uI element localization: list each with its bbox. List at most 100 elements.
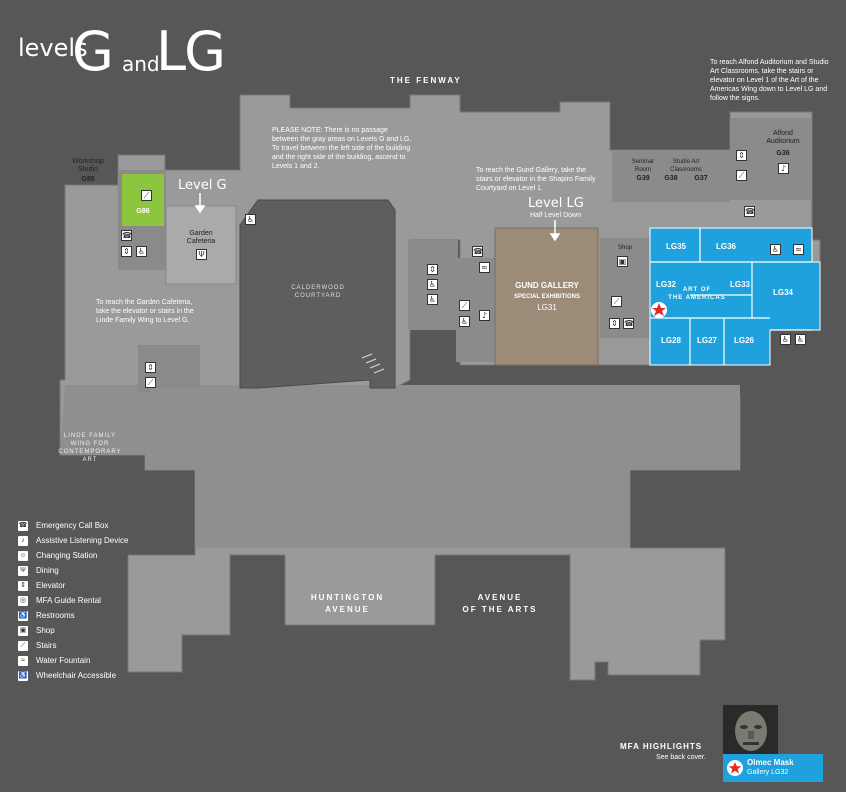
room-lg27: LG27: [696, 336, 717, 345]
room-g86-label: G86: [136, 208, 150, 215]
restroom-icon: ♿: [18, 610, 28, 621]
legend-item: ♿Restrooms: [18, 608, 128, 623]
legend-label: Assistive Listening Device: [36, 536, 129, 545]
fountain-icon: ≈: [18, 655, 28, 666]
legend-item: ≈ Water Fountain: [18, 653, 128, 668]
level-lg-label: Level LG: [528, 196, 584, 211]
stairs-icon: ⟋: [611, 296, 622, 307]
room-g85: G85: [81, 176, 95, 183]
elevator-icon: ⇕: [609, 318, 620, 329]
room-g38: G38: [664, 175, 678, 182]
elevator-icon: ⇕: [121, 246, 132, 257]
legend-label: Wheelchair Accessible: [36, 671, 117, 680]
dining-icon: Ψ: [18, 565, 28, 576]
room-linde-label: LINDE FAMILY WING FOR CONTEMPORARY ART: [58, 433, 122, 463]
legend-item: ☺ Changing Station: [18, 548, 128, 563]
star-icon: [727, 760, 743, 776]
elevator-icon: ⇕: [427, 264, 438, 275]
baby-icon: ☺: [18, 550, 28, 561]
room-calderwood-label: CALDERWOOD COURTYARD: [291, 285, 345, 299]
note-garden: To reach the Garden Cafeteria, take the …: [96, 299, 194, 324]
legend-item: ⟋Stairs: [18, 638, 128, 653]
room-lg34: LG34: [772, 288, 793, 297]
legend-label: Elevator: [36, 581, 66, 590]
note-gund: To reach the Gund Gallery, take the stai…: [476, 167, 596, 192]
legend-item: ▣ Shop: [18, 623, 128, 638]
street-fenway: THE FENWAY: [390, 76, 462, 85]
room-lg33: LG33: [729, 280, 750, 289]
stairs-icon: ⟋: [18, 640, 28, 651]
shop-icon: ▣: [617, 256, 628, 267]
level-lg-sub: Half Level Down: [530, 212, 581, 219]
room-lg32: LG32: [655, 280, 676, 289]
level-g-label: Level G: [178, 178, 227, 193]
calderwood-courtyard: [239, 199, 396, 389]
street-avenue-arts: AVENUE OF THE ARTS: [462, 593, 538, 614]
legend-label: Water Fountain: [36, 656, 91, 665]
wheelchair-icon: ♿: [18, 670, 28, 681]
room-g36: G36: [776, 150, 790, 157]
note-please-note: PLEASE NOTE: There is no passage between…: [272, 127, 412, 170]
dining-icon: Ψ: [196, 249, 207, 260]
room-lg36: LG36: [715, 242, 736, 251]
restroom-icon: ♿: [780, 334, 791, 345]
gund-lg31: LG31: [537, 303, 557, 312]
legend: ☎ Emergency Call Box ♪Assistive Listening …: [18, 518, 128, 683]
note-alfond: To reach Alfond Auditorium and Studio Ar…: [710, 59, 829, 102]
phone-icon: ☎: [18, 520, 28, 531]
stairs-icon: ⟋: [145, 377, 156, 388]
room-studio-art-label: Studio Art Classrooms: [670, 159, 702, 173]
art-americas-label: ART OF THE AMERICAS: [668, 287, 726, 301]
restroom-icon: ♿: [427, 279, 438, 290]
highlight-gallery: Gallery LG32: [747, 769, 789, 776]
room-g37: G37: [694, 175, 708, 182]
legend-item: Ψ Dining: [18, 563, 128, 578]
highlight-item: Olmec Mask: [747, 758, 794, 767]
shop-icon: ▣: [18, 625, 28, 636]
stairs-icon: ⟋: [459, 300, 470, 311]
elevator-icon: ⇕: [736, 150, 747, 161]
room-shop-label: Shop: [617, 245, 632, 251]
stairs-icon: ⟋: [736, 170, 747, 181]
highlights-title: MFA HIGHLIGHTS: [620, 742, 703, 751]
gund-gallery: [494, 227, 599, 366]
phone-icon: ☎: [744, 206, 755, 217]
legend-label: Emergency Call Box: [36, 521, 109, 530]
legend-label: Dining: [36, 566, 59, 575]
legend-item: ♿ Wheelchair Accessible: [18, 668, 128, 683]
legend-label: Changing Station: [36, 551, 98, 560]
olmec-mask-image: [723, 705, 778, 754]
legend-item: ◎ MFA Guide Rental: [18, 593, 128, 608]
room-lg26: LG26: [733, 336, 754, 345]
title-and: and: [122, 52, 160, 76]
legend-label: Shop: [36, 626, 55, 635]
legend-item: ☎ Emergency Call Box: [18, 518, 128, 533]
elevator-icon: ⇕: [18, 580, 28, 591]
ear-icon: ♪: [778, 163, 789, 174]
restroom-icon: ♿: [770, 244, 781, 255]
phone-icon: ☎: [121, 230, 132, 241]
legend-label: MFA Guide Rental: [36, 596, 101, 605]
fountain-icon: ≈: [479, 262, 490, 273]
title-prefix: levels: [18, 34, 88, 62]
legend-item: ⇕ Elevator: [18, 578, 128, 593]
restroom-icon: ♿: [459, 316, 470, 327]
restroom-icon: ♿: [427, 294, 438, 305]
highlights-sub: See back cover.: [656, 754, 706, 761]
restroom-icon: ♿: [795, 334, 806, 345]
guide-icon: ◎: [18, 595, 28, 606]
ear-icon: ♪: [479, 310, 490, 321]
elevator-icon: ⇕: [145, 362, 156, 373]
room-g39: G39: [636, 175, 650, 182]
title-level-lg: LG: [156, 20, 226, 83]
mask-icon: [723, 705, 778, 754]
legend-item: ♪Assistive Listening Device: [18, 533, 128, 548]
room-garden-label: Garden Cafeteria: [186, 230, 216, 245]
phone-icon: ☎: [623, 318, 634, 329]
room-seminar-label: Seminar Room: [631, 159, 655, 173]
gund-title: GUND GALLERY: [515, 281, 579, 290]
room-lg28: LG28: [660, 336, 681, 345]
title-level-g: G: [72, 20, 114, 83]
fountain-icon: ≈: [793, 244, 804, 255]
